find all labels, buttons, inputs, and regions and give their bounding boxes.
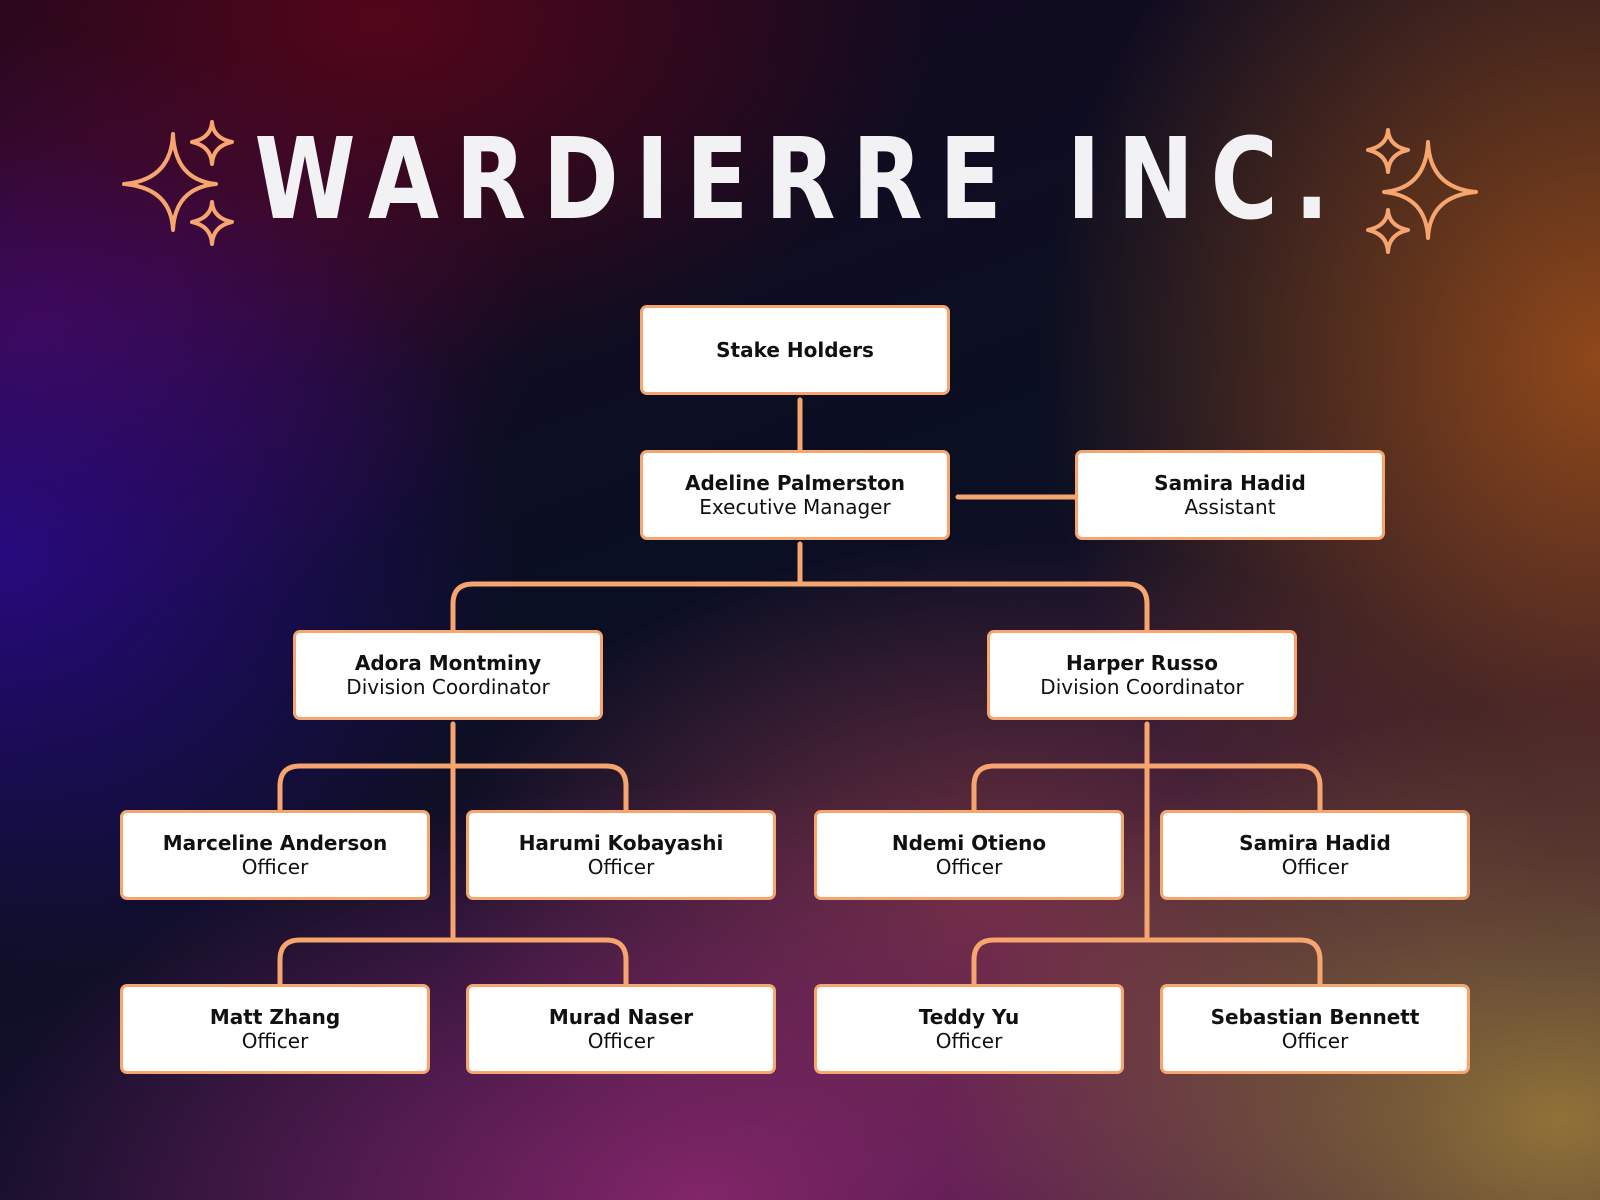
node-officer: Marceline Anderson Officer <box>120 810 430 900</box>
node-officer: Teddy Yu Officer <box>814 984 1124 1074</box>
node-role: Officer <box>241 855 309 879</box>
node-name: Sebastian Bennett <box>1210 1005 1420 1029</box>
node-role: Division Coordinator <box>1040 675 1244 699</box>
node-officer: Ndemi Otieno Officer <box>814 810 1124 900</box>
node-role: Officer <box>587 855 655 879</box>
node-officer: Harumi Kobayashi Officer <box>466 810 776 900</box>
connector-division-right <box>971 721 1323 987</box>
page-title: WARDIERRE INC. <box>254 115 1346 245</box>
sparkle-right-icon <box>1366 128 1478 254</box>
node-name: Stake Holders <box>716 338 874 362</box>
node-executive-manager: Adeline Palmerston Executive Manager <box>640 450 950 540</box>
node-role: Officer <box>1281 1029 1349 1053</box>
node-role: Officer <box>587 1029 655 1053</box>
connector-manager-divisions <box>450 541 1150 633</box>
node-role: Officer <box>935 855 1003 879</box>
node-assistant: Samira Hadid Assistant <box>1075 450 1385 540</box>
node-name: Marceline Anderson <box>162 831 388 855</box>
node-division-coordinator-right: Harper Russo Division Coordinator <box>987 630 1297 720</box>
node-role: Division Coordinator <box>346 675 550 699</box>
node-stake-holders: Stake Holders <box>640 305 950 395</box>
node-role: Officer <box>935 1029 1003 1053</box>
node-name: Samira Hadid <box>1154 471 1306 495</box>
sparkle-left-icon <box>122 120 234 246</box>
node-officer: Sebastian Bennett Officer <box>1160 984 1470 1074</box>
node-name: Murad Naser <box>548 1005 694 1029</box>
node-name: Adora Montminy <box>354 651 542 675</box>
node-name: Ndemi Otieno <box>891 831 1047 855</box>
node-name: Harumi Kobayashi <box>518 831 724 855</box>
node-name: Teddy Yu <box>918 1005 1020 1029</box>
node-name: Samira Hadid <box>1239 831 1391 855</box>
node-role: Assistant <box>1184 495 1276 519</box>
node-name: Harper Russo <box>1066 651 1218 675</box>
node-role: Officer <box>241 1029 309 1053</box>
node-name: Matt Zhang <box>209 1005 341 1029</box>
node-name: Adeline Palmerston <box>684 471 906 495</box>
node-officer: Samira Hadid Officer <box>1160 810 1470 900</box>
node-division-coordinator-left: Adora Montminy Division Coordinator <box>293 630 603 720</box>
node-officer: Matt Zhang Officer <box>120 984 430 1074</box>
node-role: Officer <box>1281 855 1349 879</box>
connector-division-left <box>277 721 629 987</box>
node-role: Executive Manager <box>699 495 891 519</box>
node-officer: Murad Naser Officer <box>466 984 776 1074</box>
